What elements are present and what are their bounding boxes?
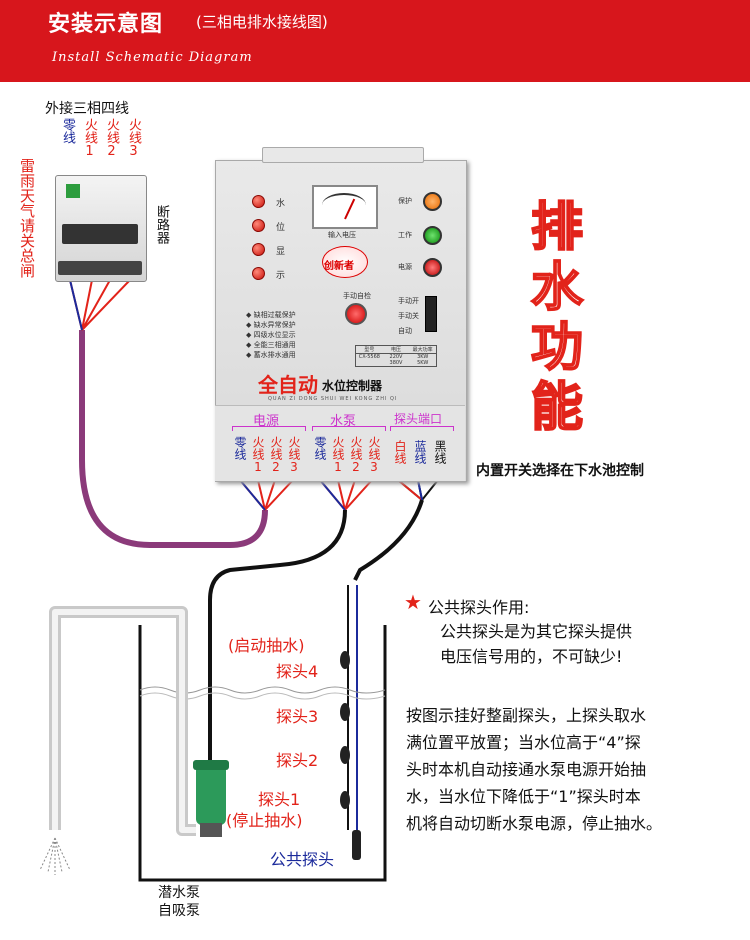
brand-name: 创新者 — [324, 261, 354, 272]
instruction-line: 满位置平放置；当水位高于“4”探 — [406, 733, 641, 752]
probe-1-note: (停止抽水) — [226, 811, 303, 830]
function-title: 排 水 功 能 — [522, 197, 592, 439]
probe-1-label: 探头1 — [258, 790, 301, 809]
instruction-line: 水，当水位下降低于“1”探头时本 — [406, 787, 641, 806]
star-icon: ★ — [404, 590, 422, 614]
page-title: 安装示意图 — [48, 12, 164, 37]
reset-button[interactable] — [345, 303, 367, 325]
feature-item: ◆ 缺水异常保护 — [246, 321, 296, 329]
probe-terminal-blue: 蓝线 — [413, 440, 427, 464]
breaker-label: 断路器 — [154, 205, 169, 244]
breaker-section-title: 外接三相四线 — [45, 101, 129, 117]
probe-3-label: 探头3 — [276, 707, 319, 726]
feature-item: ◆ 蓄水排水通用 — [246, 351, 296, 359]
terminal-group-pump: 水泵 — [330, 414, 357, 429]
power-terminal-neutral: 零线 — [233, 436, 247, 460]
switch-label-auto: 自动 — [398, 327, 412, 335]
terminal-panel — [215, 405, 465, 481]
voltmeter-label: 输入电压 — [328, 231, 356, 239]
pump-terminal-neutral: 零线 — [313, 436, 327, 460]
common-probe-label: 公共探头 — [270, 850, 335, 869]
water-level-led-2 — [252, 219, 265, 232]
probe-terminal-black: 黑线 — [433, 440, 447, 464]
spec-table: 型号 电压 最大功率 CX-5568 220V 3KW 380V 5KW — [355, 345, 437, 367]
water-level-led-4 — [252, 267, 265, 280]
product-name: 全自动 — [258, 373, 318, 397]
feature-item: ◆ 缺相过载保护 — [246, 311, 296, 319]
common-probe-line-1: 公共探头是为其它探头提供 — [440, 622, 633, 641]
reset-button-label: 手动自检 — [343, 292, 371, 300]
pump-terminal-live-2: 火线2 — [349, 436, 363, 474]
breaker-warning: 雷雨天气请关总闸 — [18, 158, 36, 278]
indicator-char-4: 示 — [276, 271, 286, 281]
brand-logo — [322, 246, 368, 278]
terminal-bracket-pump — [312, 426, 386, 431]
indicator-work-label: 工作 — [398, 231, 412, 239]
breaker-wire-neutral: 零线 — [60, 118, 75, 144]
instructions: 按图示挂好整副探头，上探头取水 满位置平放置；当水位高于“4”探 头时本机自动接… — [406, 702, 736, 837]
pump-label-line: 潜水泵 — [158, 885, 200, 901]
pump-terminal-live-1: 火线1 — [331, 436, 345, 474]
product-name-suffix: 水位控制器 — [322, 379, 383, 393]
pump-label-line: 自吸泵 — [158, 903, 200, 919]
pump-terminal-live-3: 火线3 — [367, 436, 381, 474]
terminal-group-probe: 探头端口 — [394, 412, 443, 426]
mount-bracket — [262, 147, 424, 163]
feature-item: ◆ 四级水位显示 — [246, 331, 296, 339]
supply-cable — [79, 330, 268, 548]
terminal-bracket-power — [232, 426, 306, 431]
feature-list: ◆ 缺相过载保护 ◆ 缺水异常保护 ◆ 四级水位显示 ◆ 全能三相通用 ◆ 蓄水… — [246, 310, 296, 360]
common-probe-heading: 公共探头作用: — [428, 598, 530, 617]
water-tank — [138, 625, 387, 882]
switch-label-manual-on: 手动开 — [398, 297, 419, 305]
common-probe-line-2: 电压信号用的，不可缺少! — [440, 647, 623, 666]
probe-4-note: (启动抽水) — [228, 636, 305, 655]
power-terminal-live-3: 火线3 — [287, 436, 301, 474]
switch-note: 内置开关选择在下水池控制 — [476, 463, 644, 479]
switch-label-manual-off: 手动关 — [398, 312, 419, 320]
power-terminal-live-2: 火线2 — [269, 436, 283, 474]
power-terminal-live-1: 火线1 — [251, 436, 265, 474]
breaker-wire-live-3: 火线3 — [126, 118, 141, 159]
terminal-bracket-probe — [390, 426, 454, 431]
voltmeter — [312, 185, 378, 229]
pump-label: 潜水泵 自吸泵 — [158, 884, 200, 920]
instruction-line: 机将自动切断水泵电源，停止抽水。 — [406, 814, 663, 833]
probe-4-label: 探头4 — [276, 662, 319, 681]
water-level-led-3 — [252, 243, 265, 256]
instruction-line: 按图示挂好整副探头，上探头取水 — [406, 706, 647, 725]
probe-2-label: 探头2 — [276, 751, 319, 770]
feature-item: ◆ 全能三相通用 — [246, 341, 296, 349]
indicator-char-1: 水 — [276, 199, 286, 209]
work-light — [423, 226, 442, 245]
function-title-char: 功 — [530, 317, 584, 379]
product-pinyin: QUAN ZI DONG SHUI WEI KONG ZHI QI — [268, 396, 398, 402]
function-title-char: 能 — [530, 377, 584, 439]
page-subtitle: (三相电排水接线图) — [196, 13, 328, 31]
water-level-led-1 — [252, 195, 265, 208]
probe-terminal-white: 白线 — [393, 440, 407, 464]
indicator-char-3: 显 — [276, 247, 286, 257]
terminal-group-power: 电源 — [253, 414, 280, 429]
power-light — [423, 258, 442, 277]
indicator-power-label: 电源 — [398, 263, 412, 271]
submersible-pump — [196, 765, 226, 825]
function-title-char: 水 — [530, 257, 584, 319]
circuit-breaker — [55, 175, 147, 282]
mode-switch[interactable] — [425, 296, 437, 332]
breaker-wire-live-2: 火线2 — [104, 118, 119, 159]
page-title-english: Install Schematic Diagram — [52, 50, 253, 65]
instruction-line: 头时本机自动接通水泵电源开始抽 — [406, 760, 647, 779]
header-banner — [0, 0, 750, 82]
indicator-char-2: 位 — [276, 223, 286, 233]
function-title-char: 排 — [530, 197, 584, 259]
breaker-wire-live-1: 火线1 — [82, 118, 97, 159]
protect-light — [423, 192, 442, 211]
indicator-protect-label: 保护 — [398, 197, 412, 205]
